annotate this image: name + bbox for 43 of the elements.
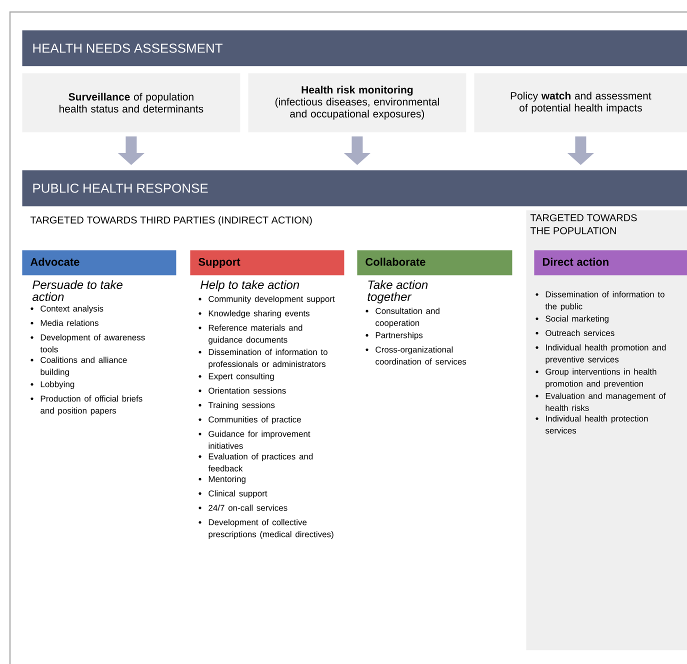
category-header: Direct action [534,250,687,276]
bullet-item: Context analysis [40,305,104,314]
category-header: Advocate [22,250,176,276]
bullet-item: Cross-organizational coordination of services [376,346,466,365]
bullet-item: Clinical support [208,490,268,498]
bullet-item: Dissemination of information to the public [545,291,664,312]
bullet-item: Orientation sessions [208,387,286,394]
bullet-item: 24/7 on-call services [208,504,288,511]
bullet-item: Communities of practice [208,416,301,424]
italic-subtitle: Persuade to take action [32,280,122,301]
category-header: Collaborate [357,250,512,276]
bullet-item: Production of official briefs and position papers [40,395,142,416]
bullet-item: Development of collective prescriptions (medical directives) [208,519,334,539]
source-box: Surveillance of population health status and determinants [22,73,240,132]
bullet-item: Social marketing [546,315,608,324]
bullet-item: Evaluation and management of health risks [546,392,666,411]
bullet-item: Consultation and cooperation [376,308,440,328]
bullet-item: Knowledge sharing events [208,310,310,318]
bullet-item: Media relations [40,320,98,326]
section-label: TARGETED TOWARDS THIRD PARTIES (INDIRECT ACTION) [30,216,312,226]
bullet-item: Outreach services [546,330,614,336]
category-header: Support [190,250,344,276]
bullet-item: Expert consulting [208,373,274,381]
bullet-item: Training sessions [208,402,275,410]
bullet-item: Guidance for improvement initiatives [208,430,310,449]
bullet-item: Group interventions in health promotion and prevention [546,368,656,388]
section-band: HEALTH NEEDS ASSESSMENT [22,30,687,66]
section-band: PUBLIC HEALTH RESPONSE [22,170,687,206]
bullet-item: Mentoring [208,476,246,484]
bullet-item: Partnerships [376,332,423,340]
bullet-item: Reference materials and guidance documents [208,324,302,344]
source-box: Policy watch and assessment of potential health impacts [474,73,687,132]
italic-subtitle: Take action together [368,280,428,304]
bullet-item: Coalitions and alliance building [40,356,127,377]
bullet-item: Lobbying [40,381,74,389]
italic-subtitle: Help to take action [200,280,300,292]
bullet-item: Individual health promotion and preventive services [546,344,666,364]
source-box: Health risk monitoring (infectious diseases, environmental and occupational exposures) [248,73,466,132]
bullet-item: Development of awareness tools [40,334,145,352]
bullet-item: Community development support [208,296,335,304]
bullet-item: Individual health protection services [545,415,648,434]
bullet-item: Dissemination of information to professionals or administrators [208,348,328,369]
bullet-item: Evaluation of practices and feedback [208,453,313,472]
